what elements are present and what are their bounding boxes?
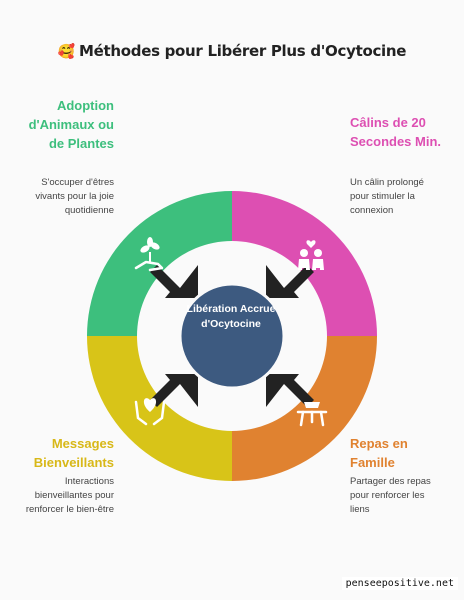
desc-adoption: S'occuper d'êtres vivants pour la joie q…	[35, 177, 114, 216]
page-title: 🥰Méthodes pour Libérer Plus d'Ocytocine	[0, 42, 464, 60]
segment-bottom-right	[232, 336, 377, 481]
arrows	[150, 265, 314, 407]
arrow-bottom-left	[150, 374, 198, 407]
heart-hands-icon	[134, 398, 166, 426]
desc-calins: Un câlin prolongé pour stimuler la conne…	[350, 177, 424, 216]
segment-bottom-left	[87, 336, 232, 481]
title-text: Méthodes pour Libérer Plus d'Ocytocine	[79, 42, 407, 60]
heading-messages: Messages Bienveillants	[33, 436, 114, 470]
arrow-top-right	[266, 265, 314, 298]
smiling-face-hearts-icon: 🥰	[57, 44, 75, 60]
desc-messages: Interactions bienveillantes pour renforc…	[25, 476, 114, 515]
dining-table-icon	[296, 402, 328, 427]
center-label: Libération Accrue d'Ocytocine	[186, 303, 276, 330]
segment-top-left	[87, 191, 232, 336]
heading-repas: Repas en Famille	[350, 436, 408, 470]
arrow-bottom-right	[266, 374, 314, 407]
plant-hand-icon	[134, 237, 164, 272]
arrow-top-left	[150, 265, 198, 298]
heading-calins: Câlins de 20 Secondes Min.	[350, 115, 442, 149]
desc-repas: Partager des repas pour renforcer les li…	[350, 476, 431, 515]
center-circle	[178, 282, 286, 390]
watermark: penseepositive.net	[341, 577, 458, 590]
hugging-people-icon	[298, 240, 324, 270]
heading-adoption: Adoption d'Animaux ou de Plantes	[28, 98, 114, 151]
